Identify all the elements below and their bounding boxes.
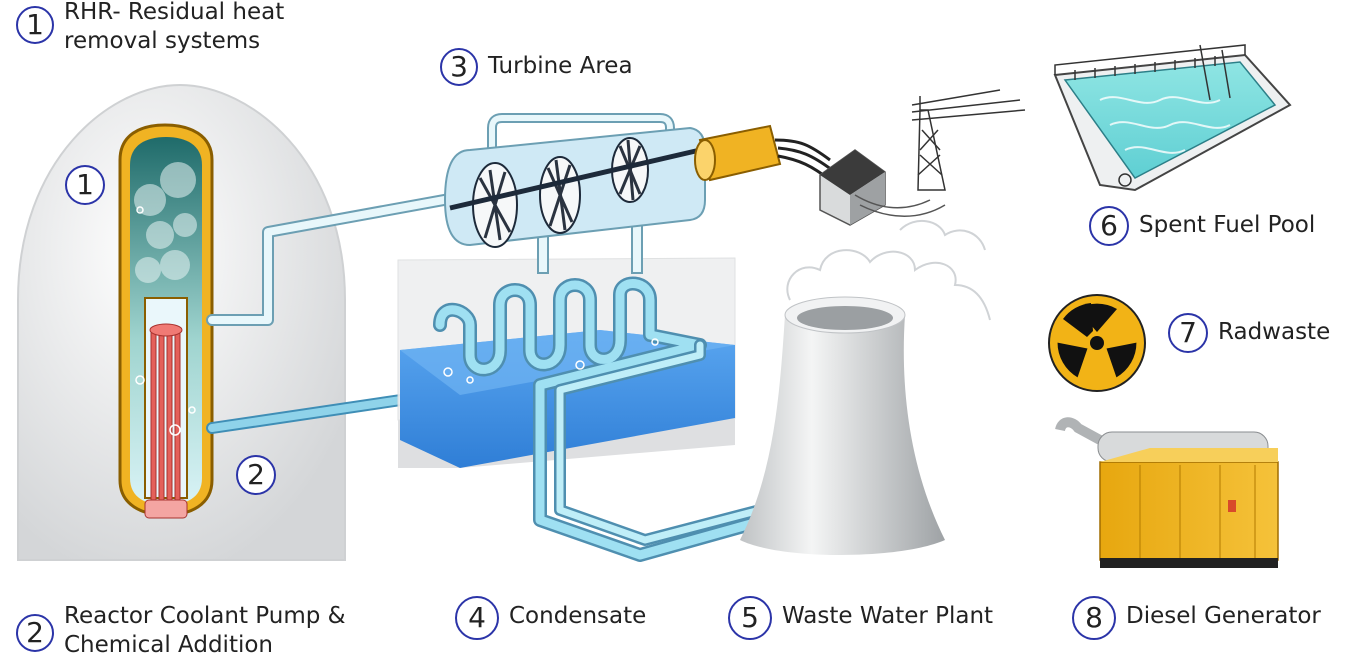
label-rhr-text: RHR- Residual heat removal systems xyxy=(64,0,284,56)
label-coolant-line2: Chemical Addition xyxy=(64,632,273,658)
label-waste-water: 5 Waste Water Plant xyxy=(728,596,993,640)
marker-reactor-vessel: 1 xyxy=(65,165,105,205)
reactor-vessel xyxy=(118,123,214,519)
label-diesel-text: Diesel Generator xyxy=(1126,603,1321,629)
number-badge: 1 xyxy=(16,6,54,44)
label-radwaste: 7 Radwaste xyxy=(1168,313,1330,353)
label-rhr-line1: RHR- Residual heat xyxy=(64,0,285,25)
number-badge: 6 xyxy=(1089,206,1129,246)
label-spent-fuel-pool: 6 Spent Fuel Pool xyxy=(1089,206,1315,246)
label-spent-fuel-text: Spent Fuel Pool xyxy=(1139,212,1316,238)
number-badge: 7 xyxy=(1168,313,1208,353)
turbine xyxy=(443,113,706,248)
label-rhr: 1 RHR- Residual heat removal systems xyxy=(16,0,284,56)
number-badge: 2 xyxy=(16,614,54,652)
steam-pipe xyxy=(206,192,461,434)
transformer xyxy=(819,149,946,226)
steam-cloud xyxy=(786,220,991,321)
number-badge: 5 xyxy=(728,596,772,640)
number-badge: 4 xyxy=(455,596,499,640)
number-badge: 8 xyxy=(1072,596,1116,640)
label-condensate: 4 Condensate xyxy=(455,596,646,640)
label-coolant: 2 Reactor Coolant Pump & Chemical Additi… xyxy=(16,602,346,660)
label-coolant-text: Reactor Coolant Pump & Chemical Addition xyxy=(64,602,346,660)
label-diesel: 8 Diesel Generator xyxy=(1072,596,1321,640)
label-condensate-text: Condensate xyxy=(509,603,647,629)
spent-fuel-pool xyxy=(1053,44,1292,192)
label-turbine-text: Turbine Area xyxy=(488,53,633,79)
label-rhr-line2: removal systems xyxy=(64,28,261,54)
label-coolant-line1: Reactor Coolant Pump & xyxy=(64,603,346,629)
diesel-generator-unit xyxy=(1055,417,1279,568)
condenser-coil xyxy=(433,276,772,562)
cooling-tower xyxy=(740,296,945,555)
number-badge: 3 xyxy=(440,48,478,86)
label-radwaste-text: Radwaste xyxy=(1218,319,1331,345)
electric-generator xyxy=(694,124,833,182)
marker-coolant-line: 2 xyxy=(236,455,276,495)
label-waste-water-text: Waste Water Plant xyxy=(782,603,994,629)
power-pylon xyxy=(911,89,1026,191)
radiation-symbol xyxy=(1048,294,1146,392)
label-turbine: 3 Turbine Area xyxy=(440,48,633,86)
